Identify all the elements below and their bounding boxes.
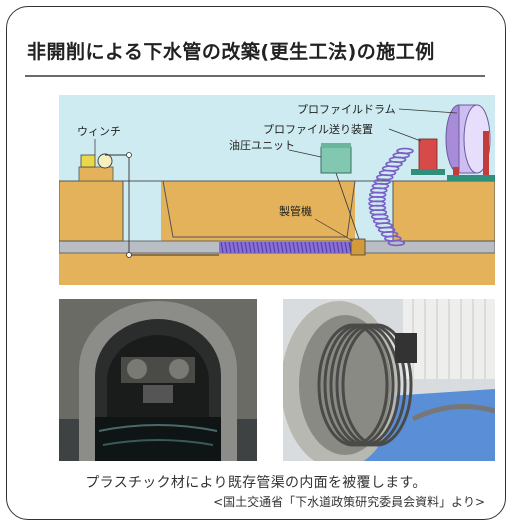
drum-stand-right [483,131,489,179]
spiral-rib [316,241,320,254]
photo-spiral-pipe [283,299,495,461]
spiral-rib [244,241,248,254]
winch-drum [97,153,113,169]
spiral-rib [292,241,296,254]
hydraulic-hose [335,172,360,240]
spiral-rib [256,241,260,254]
spiral-rib [252,241,256,254]
spiral-rib [332,241,336,254]
leader-drum [398,108,458,114]
spiral-pipe-ribs [220,241,360,254]
spiral-rib [224,241,228,254]
hydraulic-unit [320,146,352,174]
feeder-base [411,169,445,175]
page-title: 非開削による下水管の改築(更生工法)の施工例 [27,41,435,63]
leader-feeder [388,128,422,142]
spiral-rib [280,241,284,254]
center-ground-block [162,180,356,238]
spiral-rib [308,241,312,254]
drum-stand-base [447,175,495,181]
source-note: <国土交通省「下水道政策研究委員会資料」より> [213,495,485,509]
spiral-rib [328,241,332,254]
coil-loop [387,239,406,247]
spiral-rib [228,241,232,254]
spiral-rib [220,241,224,254]
pulley-top [126,152,132,158]
spiral-rib [240,241,244,254]
spiral-rib [248,241,252,254]
spiral-rib [300,241,304,254]
spiral-rib [336,241,340,254]
label-profile-feeder: プロファイル送り装置 [263,122,373,136]
label-winch: ウィンチ [77,125,121,138]
spiral-rib [320,241,324,254]
title-divider [25,75,485,77]
spiral-rib [264,241,268,254]
spiral-rib [276,241,280,254]
left-ground-block [59,180,124,242]
pipe-machine [350,238,366,256]
spiral-rib [272,241,276,254]
winch-cable [105,154,219,256]
pulley-bottom [126,252,132,258]
spiral-pipe [219,242,359,253]
spiral-rib [268,241,272,254]
coiled-profile [317,323,413,447]
right-ground-block [392,180,495,242]
photo-pipe-interior [59,299,257,461]
card-frame: 非開削による下水管の改築(更生工法)の施工例 [6,6,506,520]
caption: プラスチック材により既存管渠の内面を被覆します。 [85,475,427,491]
spiral-rib [324,241,328,254]
spiral-rib [312,241,316,254]
label-profile-drum: プロファイルドラム [297,103,396,116]
ground-lower [59,253,495,285]
label-pipe-machine: 製管機 [279,204,312,218]
label-hydraulic-unit: 油圧ユニット [229,138,295,152]
drum-stand-left [453,167,459,179]
spiral-rib [296,241,300,254]
profile-coil [368,147,414,247]
leader-pipe-machine [314,218,354,242]
spiral-rib [344,241,348,254]
spiral-rib [304,241,308,254]
spiral-rib [260,241,264,254]
spiral-rib [232,241,236,254]
spiral-rib [284,241,288,254]
hydraulic-unit-top [321,143,351,148]
leader-hydraulic [288,149,322,158]
spiral-rib [340,241,344,254]
winch-body [80,154,96,168]
spiral-rib [236,241,240,254]
construction-diagram: ウィンチ 油圧ユニット 製管機 プロファイルドラム プロファイル送り装置 [59,95,495,285]
feeder-frame [418,138,438,172]
winch-base [78,166,114,182]
spiral-rib [288,241,292,254]
